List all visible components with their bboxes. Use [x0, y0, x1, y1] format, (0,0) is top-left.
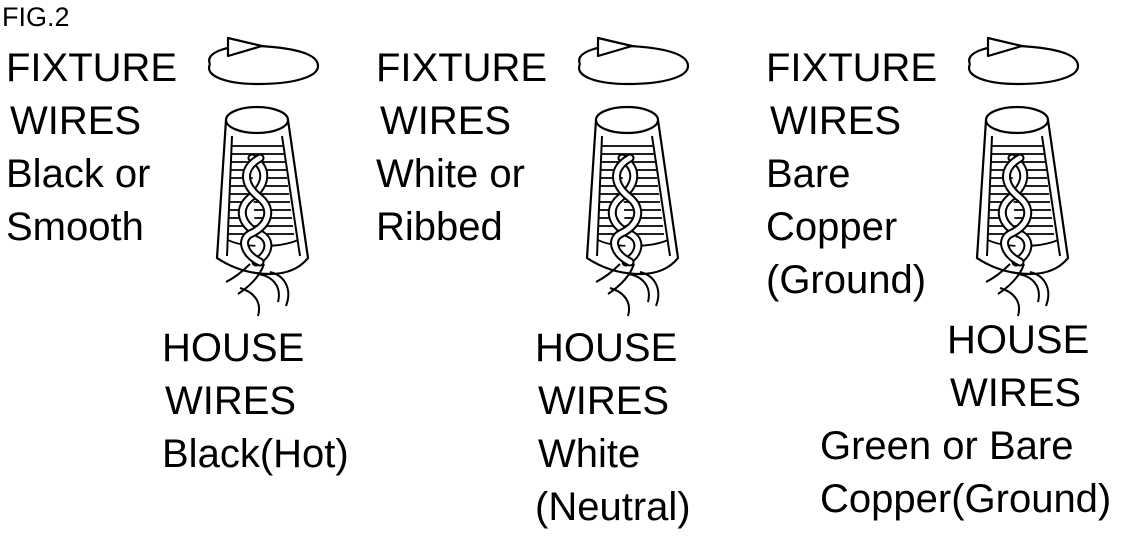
wire-nut-ground-icon — [977, 107, 1068, 316]
label-line: WIRES — [770, 99, 902, 143]
label-line: White — [538, 432, 641, 476]
figure-title: FIG.2 — [2, 2, 70, 32]
label-line: Black or — [6, 152, 151, 196]
house-wires-label-neutral: HOUSE WIRES White (Neutral) — [535, 322, 691, 534]
label-line: WIRES — [380, 99, 512, 143]
label-line: WIRES — [950, 371, 1082, 415]
label-line: Smooth — [6, 205, 144, 249]
fixture-wires-label-hot: FIXTURE WIRES Black or Smooth — [6, 42, 177, 254]
label-line: Copper(Ground) — [820, 477, 1112, 521]
label-line: FIXTURE — [766, 46, 938, 90]
label-line: FIXTURE — [376, 46, 548, 90]
label-line: Ribbed — [376, 205, 503, 249]
label-line: WIRES — [10, 99, 142, 143]
house-wires-label-hot: HOUSE WIRES Black(Hot) — [162, 322, 349, 481]
label-line: HOUSE — [535, 326, 678, 370]
label-line: WIRES — [538, 379, 670, 423]
wire-nut-neutral-icon — [587, 107, 678, 316]
label-line: Green or Bare — [820, 424, 1074, 468]
twist-direction-arrow-icon — [207, 36, 320, 86]
label-line: FIXTURE — [6, 46, 178, 90]
twist-direction-arrow-icon — [577, 36, 690, 86]
fixture-wires-label-ground: FIXTURE WIRES Bare Copper (Ground) — [766, 42, 937, 307]
label-line: HOUSE — [947, 318, 1090, 362]
label-line: WIRES — [165, 379, 297, 423]
label-line: (Ground) — [766, 258, 927, 302]
house-wires-label-ground: HOUSE WIRES Green or Bare Copper(Ground) — [820, 314, 1111, 526]
wire-nut-hot-icon — [217, 107, 308, 316]
label-line: Black(Hot) — [162, 432, 349, 476]
label-line: (Neutral) — [535, 485, 691, 529]
label-line: Bare — [766, 152, 851, 196]
label-line: White or — [376, 152, 525, 196]
label-line: Copper — [766, 205, 898, 249]
label-line: HOUSE — [162, 326, 305, 370]
twist-direction-arrow-icon — [967, 36, 1080, 86]
fixture-wires-label-neutral: FIXTURE WIRES White or Ribbed — [376, 42, 547, 254]
